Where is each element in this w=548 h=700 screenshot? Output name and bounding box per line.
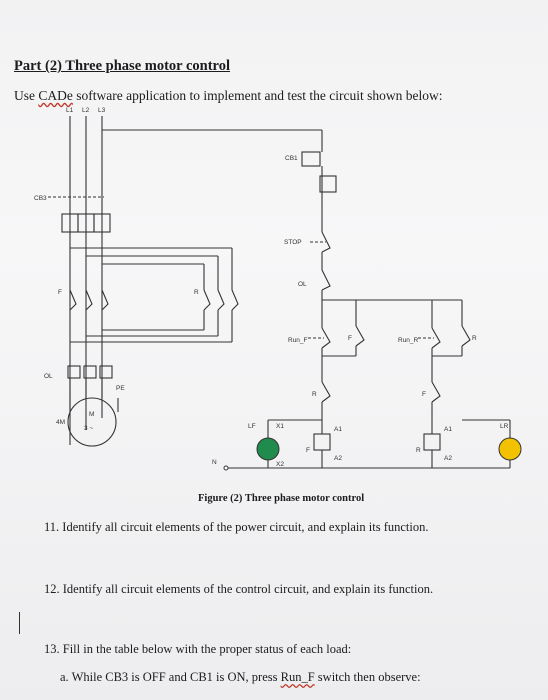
- circuit-diagram: L1 L2 L3 CB3 CB1 F R OL PE M 3 ~ 4M STOP…: [34, 107, 522, 471]
- question-12: 12. Identify all circuit elements of the…: [44, 582, 434, 596]
- label-cb3: CB3: [34, 195, 47, 202]
- label-ol-power: OL: [44, 373, 53, 380]
- label-f-main: F: [58, 289, 62, 296]
- question-13: 13. Fill in the table below with the pro…: [44, 642, 352, 656]
- q13a-switch: Run_F: [280, 670, 315, 684]
- label-f-interlock: F: [422, 391, 426, 398]
- intro-after: software application to implement and te…: [72, 88, 443, 103]
- label-a2-r: A2: [444, 455, 452, 462]
- label-run-f-hold: F: [348, 335, 352, 342]
- label-run-f: Run_F: [288, 337, 308, 344]
- margin-mark: [19, 612, 20, 634]
- label-a2-f: A2: [334, 455, 342, 462]
- software-name: CADe: [38, 88, 73, 103]
- label-motor-phase: 3 ~: [84, 425, 93, 432]
- label-l2: L2: [82, 107, 90, 114]
- label-l1: L1: [66, 107, 74, 114]
- label-r-main: R: [194, 289, 199, 296]
- label-lr: LR: [500, 423, 509, 430]
- label-l3: L3: [98, 107, 106, 114]
- label-ol-control: OL: [298, 281, 307, 288]
- label-a1-f: A1: [334, 426, 342, 433]
- question-11: 11. Identify all circuit elements of the…: [44, 520, 429, 534]
- label-run-r-hold: R: [472, 335, 477, 342]
- label-r-coil: R: [416, 447, 421, 454]
- label-lf: LF: [248, 423, 256, 430]
- label-run-r: Run_R: [398, 337, 419, 344]
- q13a-before: a. While CB3 is OFF and CB1 is ON, press: [60, 670, 281, 684]
- label-motor: M: [89, 411, 94, 418]
- lamp-lf: [256, 437, 280, 461]
- label-cb1: CB1: [285, 155, 298, 162]
- label-pe: PE: [116, 385, 125, 392]
- label-a1-r: A1: [444, 426, 452, 433]
- label-x1: X1: [276, 423, 284, 430]
- lamp-lr: [498, 437, 522, 461]
- label-n: N: [212, 459, 217, 466]
- label-f-coil: F: [306, 447, 310, 454]
- label-stop: STOP: [284, 239, 302, 246]
- intro-sentence: Use CADe software application to impleme…: [14, 88, 443, 104]
- q13a-after: switch then observe:: [314, 670, 421, 684]
- question-13a: a. While CB3 is OFF and CB1 is ON, press…: [60, 670, 421, 685]
- figure-caption: Figure (2) Three phase motor control: [198, 493, 365, 504]
- label-motor-num: 4M: [56, 419, 65, 426]
- label-x2: X2: [276, 461, 284, 468]
- label-r-interlock: R: [312, 391, 317, 398]
- intro-before: Use: [14, 88, 39, 103]
- part-heading: Part (2) Three phase motor control: [14, 58, 230, 74]
